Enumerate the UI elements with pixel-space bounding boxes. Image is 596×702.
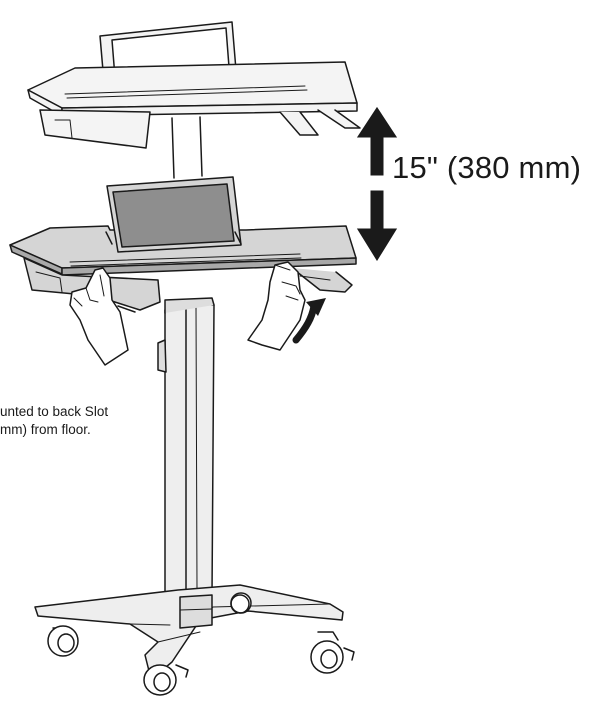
- height-range-label: 15" (380 mm): [392, 150, 582, 185]
- tablet: [105, 176, 242, 253]
- mounting-note: unted to back Slot mm) from floor.: [0, 403, 108, 439]
- mounting-note-line-2: mm) from floor.: [0, 422, 91, 437]
- right-hand: [247, 261, 306, 351]
- curved-arrow-icon: [292, 298, 326, 344]
- casters: [47, 594, 355, 696]
- column: [157, 297, 215, 596]
- caster-front: [143, 664, 189, 696]
- left-hand: [69, 267, 129, 366]
- caster-right: [310, 631, 355, 674]
- mounting-note-line-1: unted to back Slot: [0, 404, 109, 419]
- base: [34, 584, 344, 676]
- raised-worksurface-ghost: [27, 21, 361, 179]
- caster-left: [47, 625, 79, 657]
- caster-rear: [230, 594, 250, 614]
- double-headed-arrow-icon: [355, 105, 399, 263]
